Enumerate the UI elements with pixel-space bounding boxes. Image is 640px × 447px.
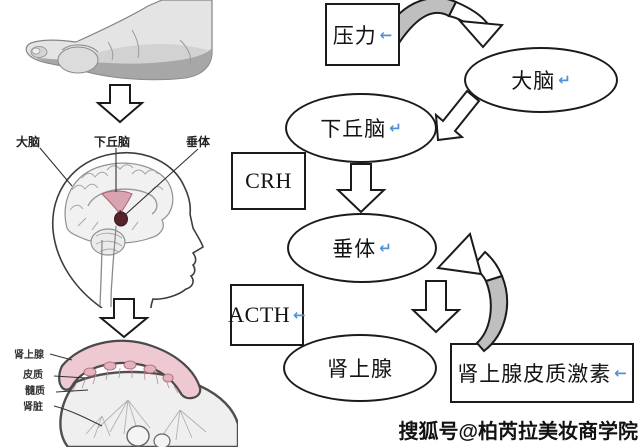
node-brain: 大脑↵ bbox=[464, 47, 618, 113]
node-stress: 压力← bbox=[325, 3, 400, 66]
kidney-figure-label-cortex: 皮质 bbox=[23, 370, 43, 381]
pituitary-gland bbox=[114, 211, 128, 227]
corpus-callosum bbox=[87, 188, 158, 215]
node-crh-label: CRH bbox=[245, 168, 292, 193]
foot-shading-mid bbox=[82, 44, 208, 65]
head-brain-illustration bbox=[39, 147, 204, 308]
kidney-figure-label-kidney: 肾脏 bbox=[23, 402, 43, 413]
adrenal-fringe bbox=[71, 367, 179, 394]
brain-figure-label-hypothalamus: 下丘脑 bbox=[94, 135, 131, 149]
foot-tuck bbox=[57, 46, 99, 74]
kidney-striations bbox=[85, 399, 207, 441]
node-cortisol-label: 肾上腺皮质激素 bbox=[457, 362, 612, 386]
line-break-icon: ← bbox=[379, 25, 393, 44]
arrow-pituitary-to-adrenal bbox=[410, 280, 462, 334]
node-cortisol: 肾上腺皮质激素← bbox=[450, 343, 634, 403]
kidney-figure-label-adrenal: 肾上腺 bbox=[14, 350, 44, 361]
line-break-icon: ↵ bbox=[389, 119, 402, 137]
hypothalamus-highlight bbox=[101, 190, 133, 215]
renal-vessel bbox=[153, 433, 171, 447]
line-break-icon: ↵ bbox=[558, 71, 571, 89]
foot-tuck-crease bbox=[61, 44, 99, 53]
arrow-stress-to-brain bbox=[398, 0, 505, 49]
arrow-foot-to-brainfig bbox=[95, 84, 145, 124]
node-hypothalamus: 下丘脑↵ bbox=[285, 93, 437, 163]
label-leader-lines bbox=[39, 147, 199, 215]
node-acth-label: ACTH bbox=[228, 302, 291, 327]
node-hypothalamus-label: 下丘脑 bbox=[320, 117, 387, 141]
node-stress-label: 压力 bbox=[332, 23, 377, 48]
brain-figure-label-cerebrum: 大脑 bbox=[16, 135, 41, 149]
head-outline bbox=[52, 152, 204, 308]
node-adrenal: 肾上腺 bbox=[283, 334, 437, 402]
adrenal-follicles bbox=[83, 360, 174, 383]
node-acth: ACTH← bbox=[228, 284, 306, 346]
node-pituitary-label: 垂体 bbox=[332, 237, 377, 261]
toe-nail bbox=[31, 47, 41, 55]
brain-figure-label-pituitary: 垂体 bbox=[186, 135, 211, 149]
node-brain-label: 大脑 bbox=[511, 69, 556, 93]
line-break-icon: ↵ bbox=[379, 239, 392, 257]
foot-creases bbox=[107, 29, 191, 65]
arrow-hypothalamus-to-pituitary bbox=[335, 163, 387, 214]
kidney-figure-label-medulla: 髓质 bbox=[25, 386, 45, 397]
node-crh: CRH bbox=[231, 152, 306, 210]
adrenal-kidney-illustration bbox=[49, 339, 238, 447]
kidney-label-leaders bbox=[49, 353, 103, 427]
gyri-lines bbox=[69, 164, 164, 231]
line-break-icon: ← bbox=[293, 306, 306, 324]
cerebellum bbox=[90, 228, 126, 256]
adrenal-gland-shape bbox=[58, 339, 202, 400]
arrow-cortisol-feedback-to-pituitary bbox=[435, 232, 509, 353]
foot-illustration bbox=[25, 0, 213, 81]
renal-pelvis bbox=[126, 425, 150, 447]
watermark-text: 搜狐号@柏芮拉美妆商学院 bbox=[398, 421, 638, 443]
node-pituitary: 垂体↵ bbox=[287, 213, 437, 283]
node-adrenal-label: 肾上腺 bbox=[327, 357, 393, 381]
line-break-icon: ← bbox=[614, 364, 627, 382]
arrow-brain-to-hypothalamus bbox=[434, 89, 481, 142]
